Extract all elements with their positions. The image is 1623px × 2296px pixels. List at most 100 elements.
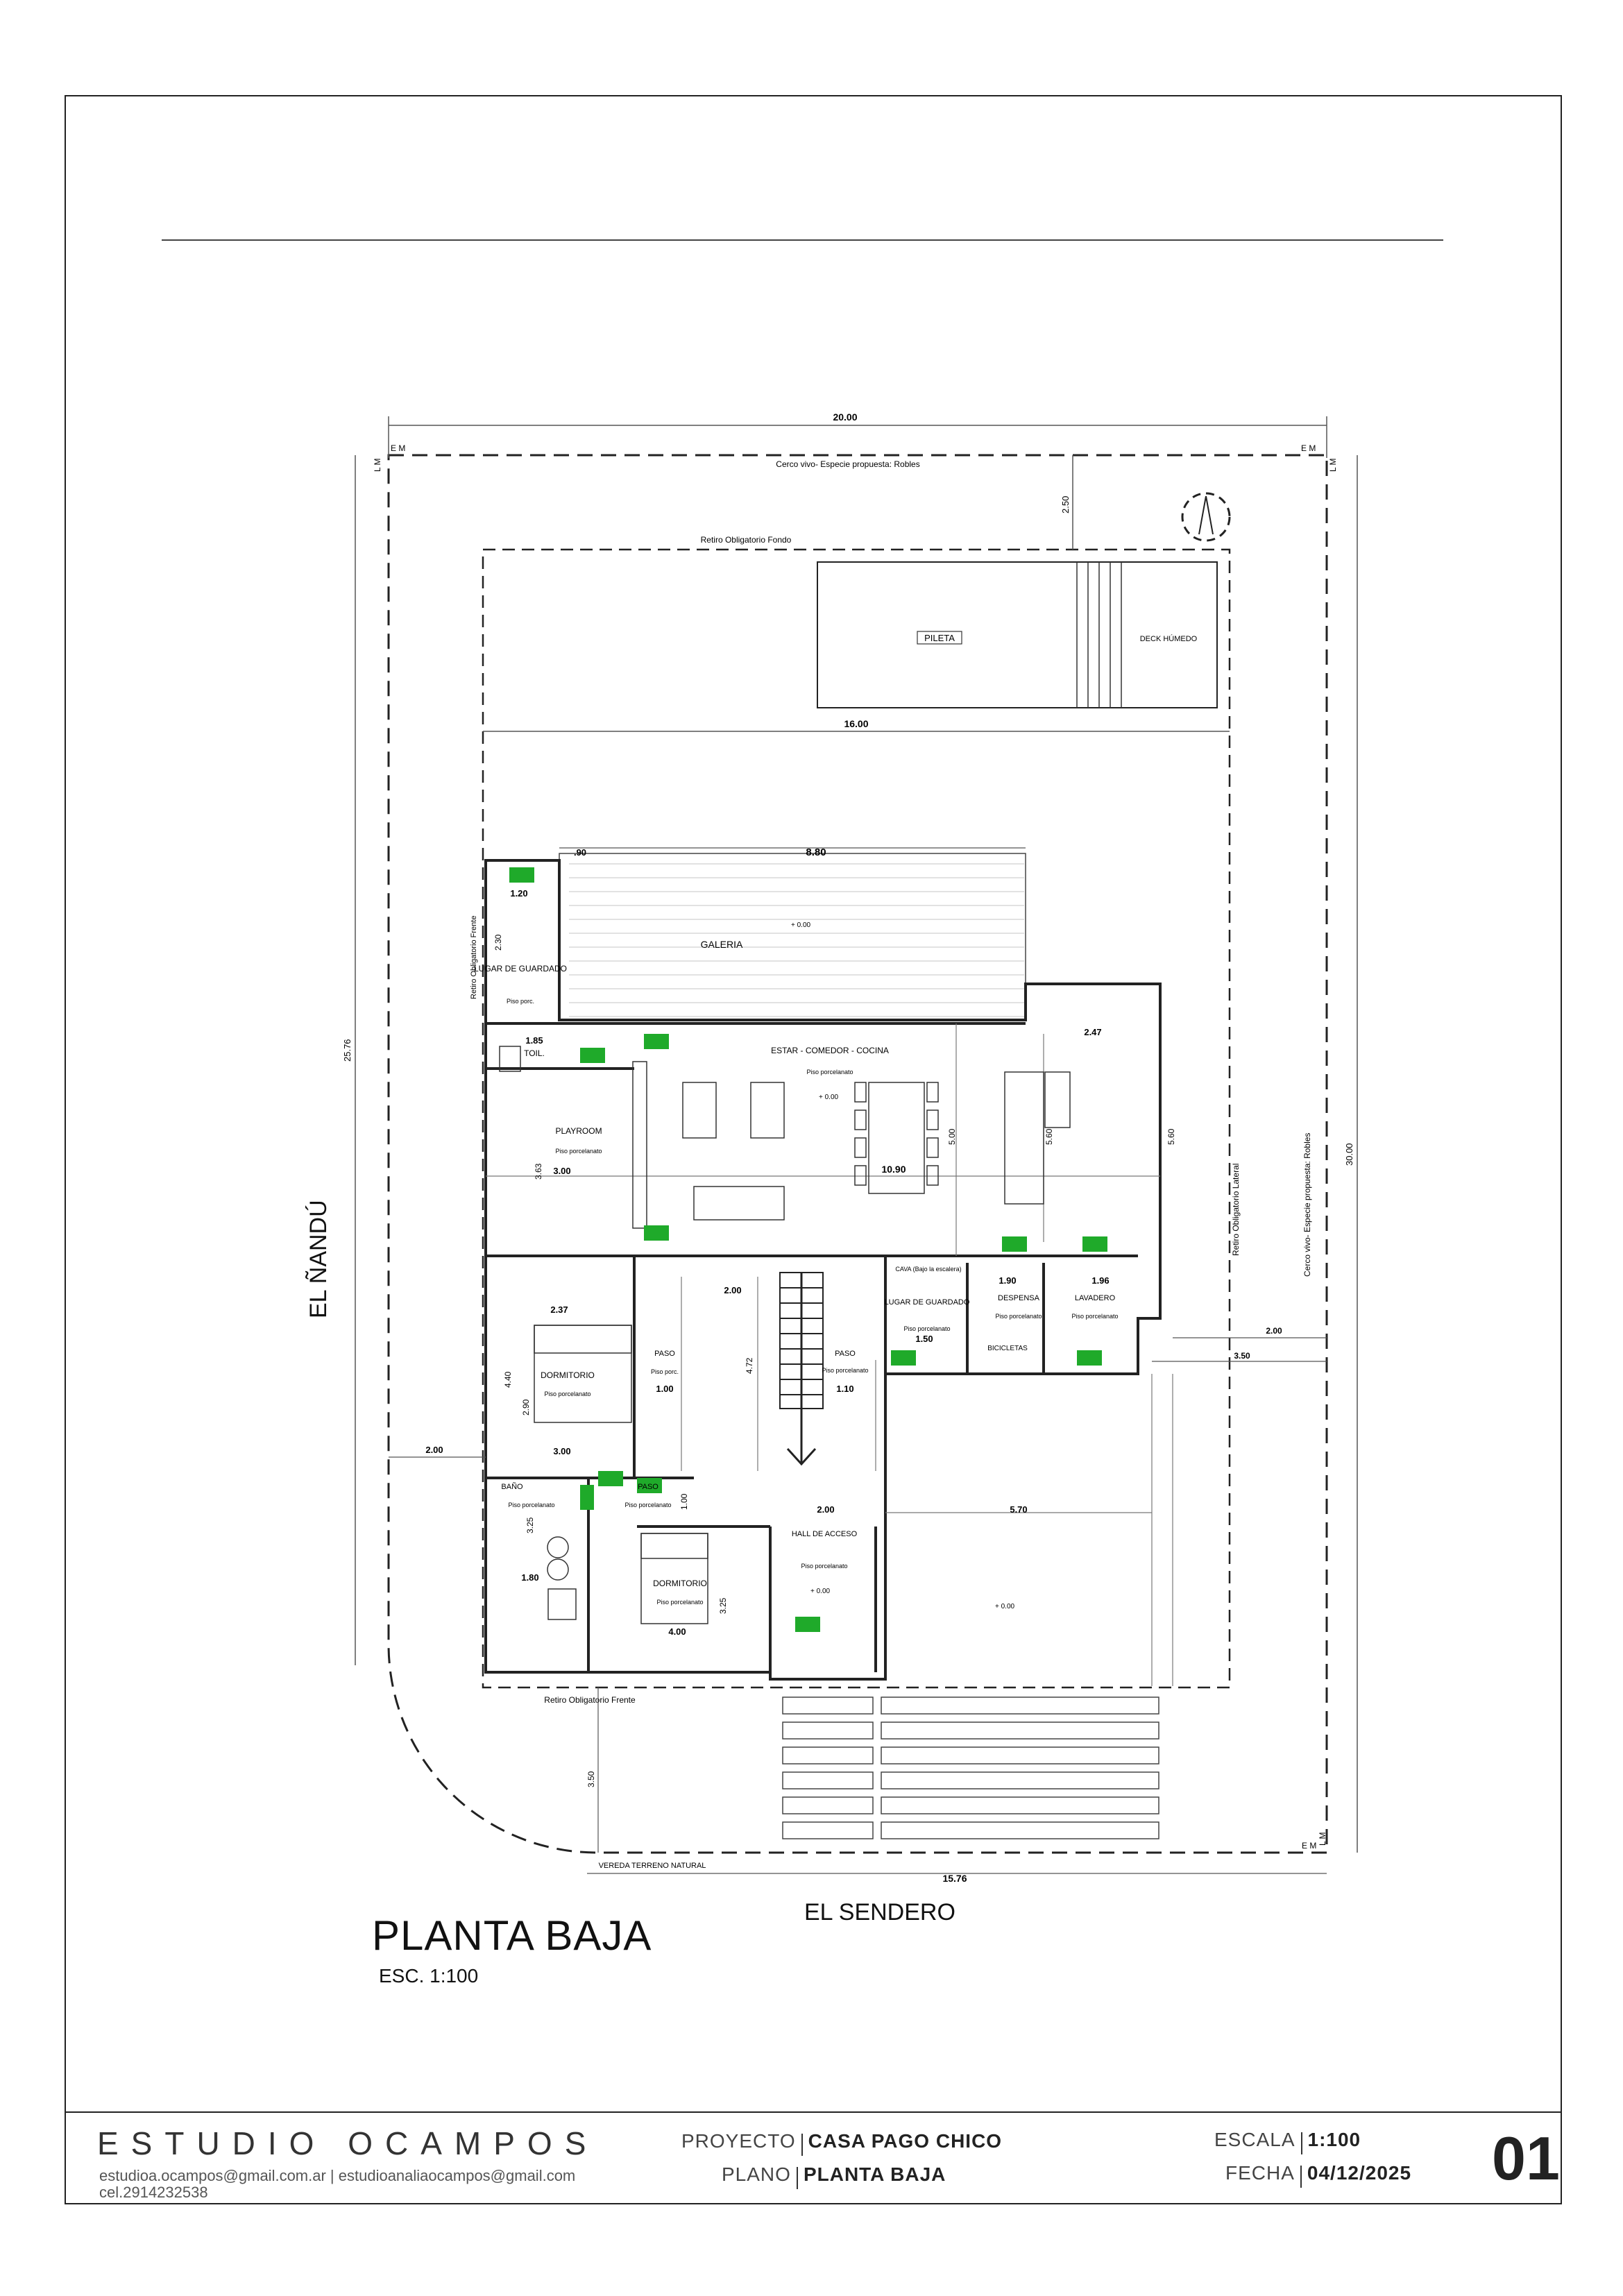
em-bottom: E M [1302,1841,1316,1851]
lot-width-dimension [388,416,1327,458]
side-setback2-label: 3.50 [1234,1351,1250,1361]
laundry-floor: Piso porcelanato [1071,1313,1118,1320]
pool-steps [1076,562,1122,708]
pool [817,561,1218,708]
entry-w: 2.00 [817,1504,834,1515]
driveway-pavers [782,1697,1159,1839]
street-name-left: EL ÑANDÚ [305,1200,332,1318]
storage-top-dim: 1.20 [510,888,527,899]
storage-top-floor: Piso porc. [507,998,534,1005]
entry-hall-floor: Piso porcelanato [801,1563,847,1570]
date-label: FECHA [1225,2162,1295,2184]
plan-scale: ESC. 1:100 [379,1965,479,1987]
front-setback-dim: 3.50 [586,1771,596,1787]
living-label: ESTAR - COMEDOR - COCINA [771,1046,889,1055]
living-level: + 0.00 [819,1094,839,1101]
playroom-label: PLAYROOM [555,1126,602,1136]
storage-top-dim2: 2.30 [493,934,503,951]
front-width-label: 15.76 [942,1873,967,1884]
lateral-setback-label: Retiro Obligatorio Lateral [1231,1164,1241,1256]
date-row: FECHA 04/12/2025 [1225,2162,1411,2188]
stair-h: 4.72 [745,1357,754,1374]
gallery-label: GALERIA [701,939,743,950]
title-block-divider [65,2111,1562,2113]
level-garage: + 0.00 [995,1603,1015,1610]
storage2-label: LUGAR DE GUARDADO [885,1298,970,1307]
pantry-label: DESPENSA [998,1294,1040,1302]
em-top-left: E M [391,443,405,453]
stair-w: 2.00 [724,1285,741,1295]
house-walls [484,859,1162,1681]
studio-emails: estudioa.ocampos@gmail.com.ar | estudioa… [99,2167,576,2184]
sidewalk-label: VEREDA TERRENO NATURAL [599,1862,706,1870]
playroom-dim: 3.00 [553,1166,570,1176]
front-setback-label: Retiro Obligatorio Frente [544,1695,636,1705]
green-tags [509,867,1107,1632]
bedroom2-h: 3.25 [718,1597,728,1614]
scale-label: ESCALA [1214,2129,1295,2150]
playroom-h: 3.63 [534,1163,543,1180]
sheet-top-rule [162,239,1443,241]
gallery-left-label: .90 [574,847,586,858]
bedroom1-h2: 2.90 [521,1399,531,1415]
playroom-floor: Piso porcelanato [555,1148,602,1155]
left-setback-label: 2.00 [425,1445,443,1455]
pool-setback-label: 2.50 [1060,496,1071,513]
furniture [499,1046,1071,1624]
lot-width-label: 20.00 [833,411,857,423]
garage-w: 5.70 [1010,1504,1027,1515]
lm-bottom: L M [1318,1832,1327,1846]
setback-outline [482,548,1231,1689]
bath-w: 1.80 [521,1572,538,1583]
fence-back-label: Cerco vivo- Especie propuesta: Robles [776,459,919,469]
hall1-w: 1.00 [656,1384,673,1394]
interior-lines [486,1023,1173,1686]
pool-label-box [917,631,962,645]
pantry-w: 1.90 [999,1275,1016,1286]
deck-label: DECK HÚMEDO [1140,634,1198,643]
laundry-w: 1.96 [1091,1275,1109,1286]
hall3-floor: Piso porcelanato [624,1502,671,1508]
pool-label: PILETA [924,633,955,643]
sheet-number: 01 [1492,2124,1560,2193]
cellar-label: CAVA (Bajo la escalera) [895,1266,961,1273]
pantry-floor: Piso porcelanato [995,1313,1042,1320]
staircase [779,1272,824,1466]
depth-right-label: 30.00 [1344,1143,1354,1166]
front-setback-left: Retiro Obligatorio Frente [470,916,478,999]
gallery-width-label: 8.80 [806,847,826,858]
toilet-dim: 1.85 [525,1035,543,1046]
em-top-right: E M [1301,443,1316,453]
side-setback-label: 2.00 [1266,1326,1282,1336]
lot-boundary [387,454,1328,1854]
fence-side-label: Cerco vivo- Especie propuesta: Robles [1302,1133,1312,1277]
laundry-label: LAVADERO [1075,1294,1116,1302]
entry-hall-label: HALL DE ACCESO [792,1530,858,1538]
gallery-hatch [569,863,1024,1017]
project-label: PROYECTO [681,2130,796,2152]
north-icon [1181,492,1231,542]
bedroom1-floor: Piso porcelanato [544,1391,590,1397]
storage2-w: 1.50 [915,1334,933,1344]
storage2-floor: Piso porcelanato [903,1325,950,1332]
bath-h: 3.25 [525,1517,535,1533]
project-value: CASA PAGO CHICO [808,2130,1003,2152]
sheet-border [65,95,1562,2204]
date-value: 04/12/2025 [1307,2162,1412,2184]
project-row: PROYECTO CASA PAGO CHICO [681,2130,1002,2156]
studio-phone: cel.2914232538 [99,2184,208,2201]
scale-value: 1:100 [1307,2129,1361,2150]
bedroom1-w2: 3.00 [553,1446,570,1456]
bedroom2-w: 4.00 [668,1626,686,1637]
hall3-label: PASO [638,1483,658,1491]
back-setback-label: Retiro Obligatorio Fondo [701,535,792,545]
level-entry: + 0.00 [810,1588,831,1595]
bedroom1-w: 2.37 [550,1304,568,1315]
bath-label: BAÑO [501,1482,523,1491]
level-gallery: + 0.00 [791,921,811,929]
hall2-label: PASO [835,1350,856,1358]
hall1-label: PASO [654,1350,675,1358]
storage-top-label: LUGAR DE GUARDADO [474,964,567,973]
